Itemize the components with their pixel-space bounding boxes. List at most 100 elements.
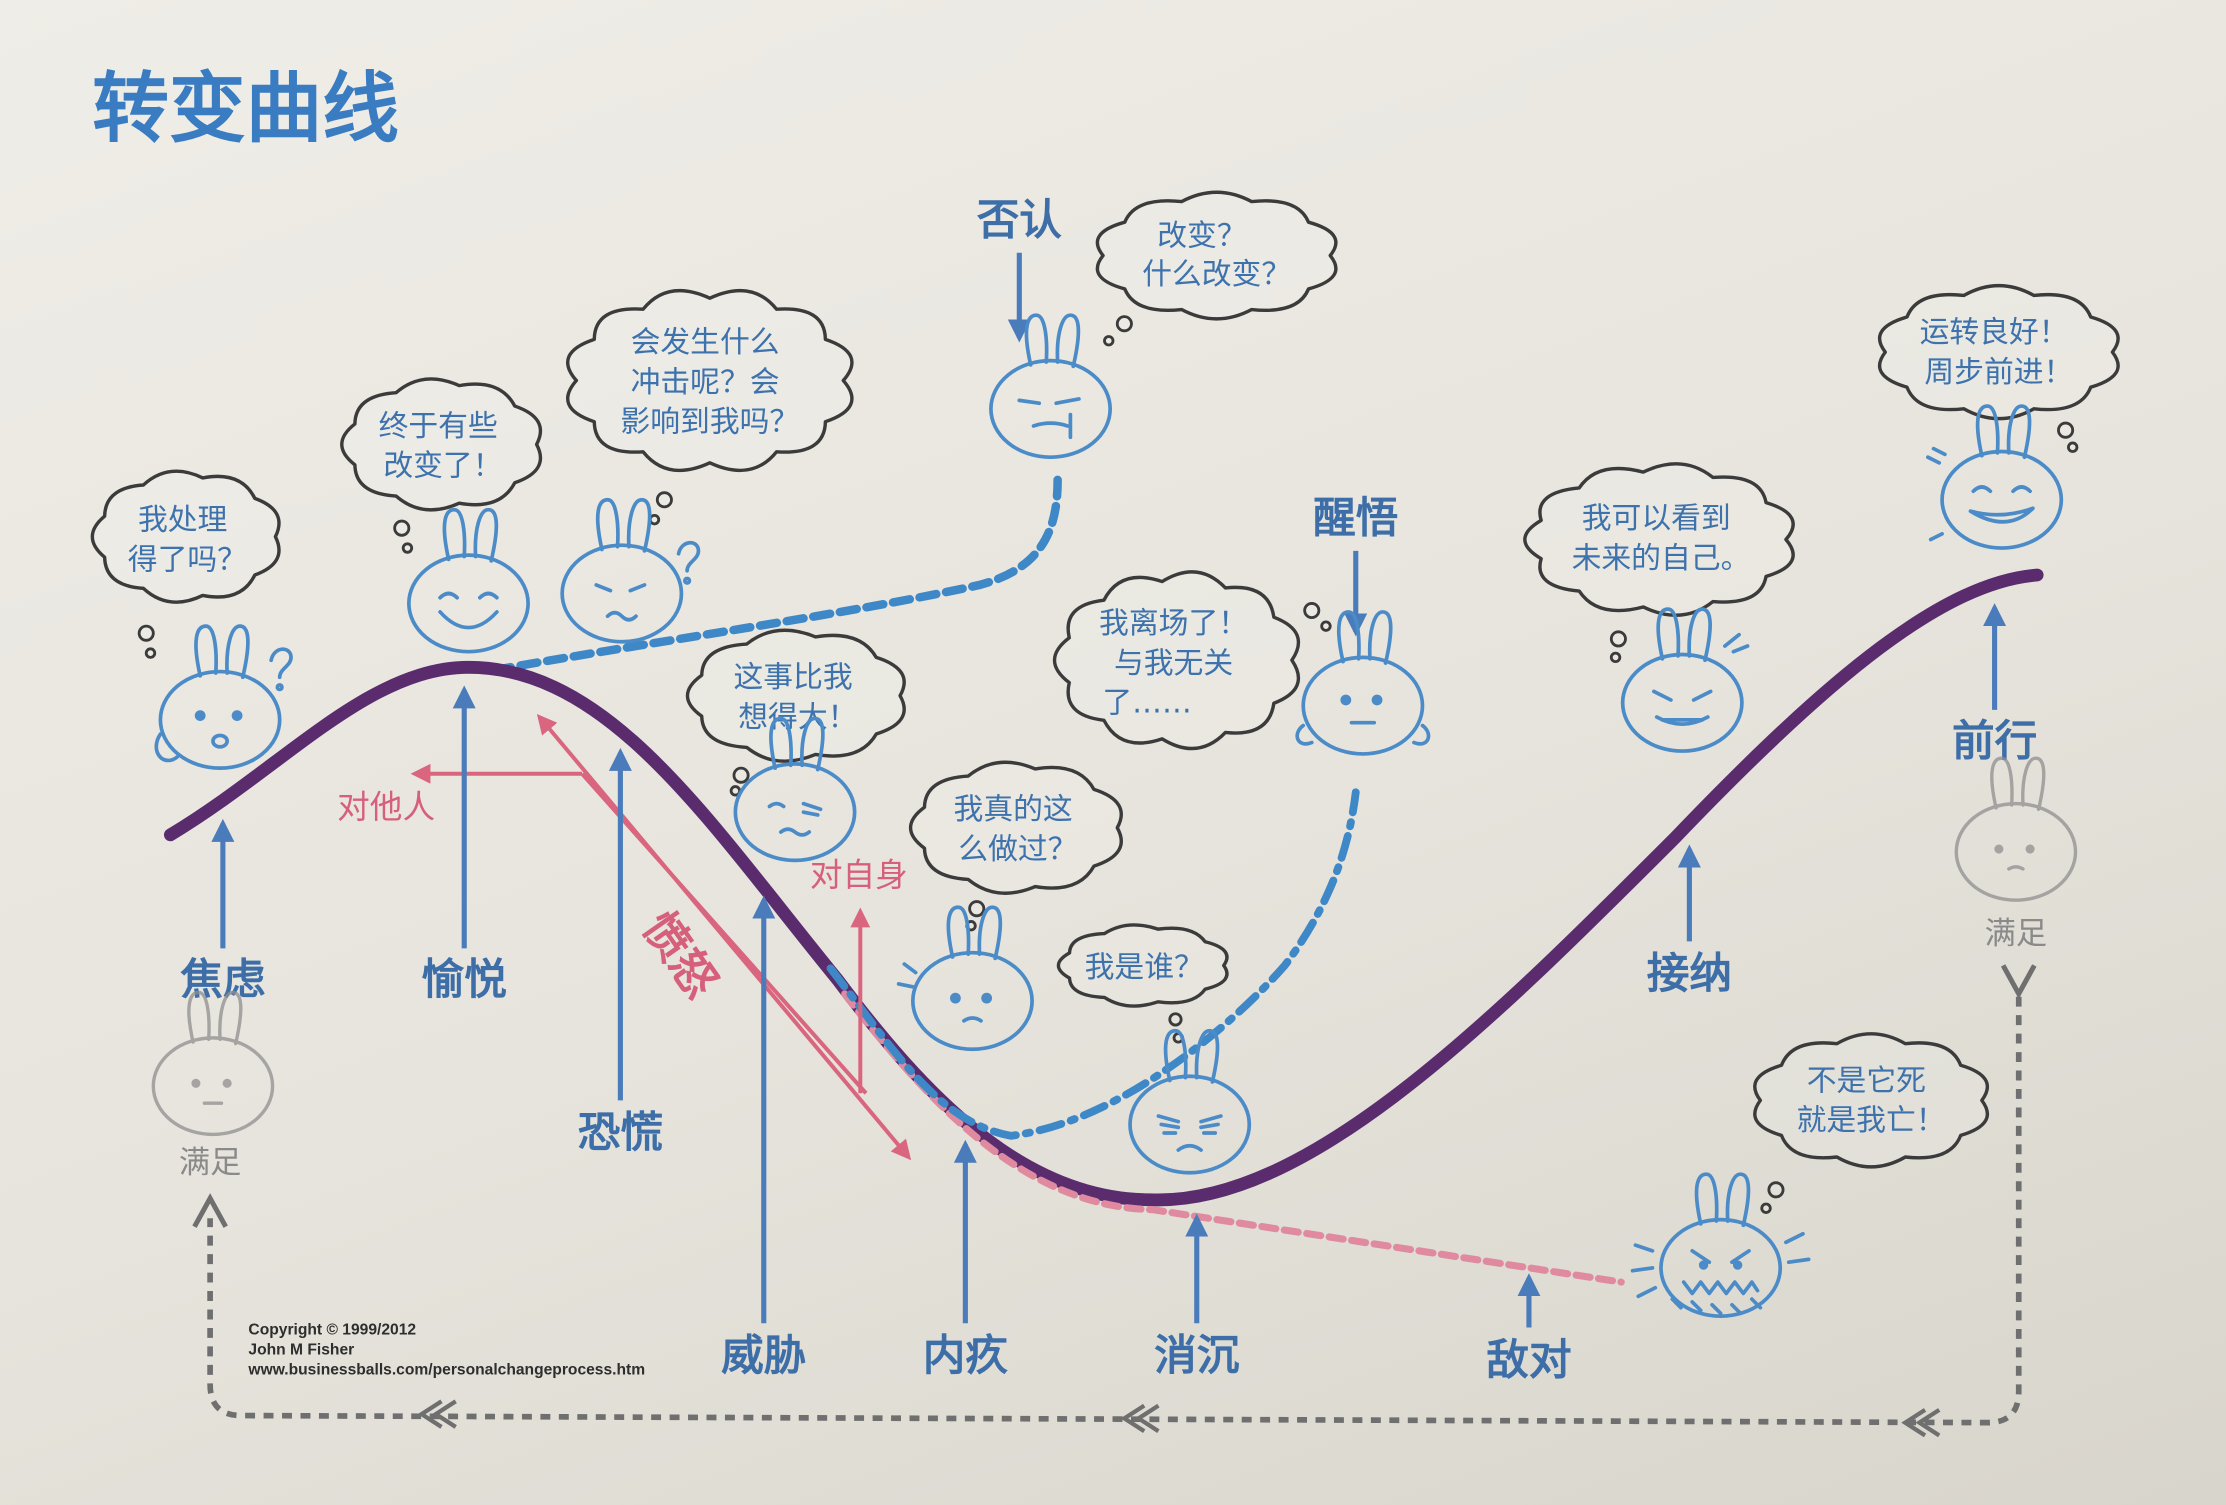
fear-rabbit-icon	[560, 497, 701, 644]
thought-text: 不是它死 就是我亡！	[1797, 1063, 1946, 1138]
stage-label-disillusionment: 醒悟	[1313, 493, 1398, 543]
bubble-tail	[144, 647, 157, 659]
thought-text: 我是谁？	[1085, 950, 1204, 985]
thought-line: 我离场了！	[1099, 606, 1248, 641]
complacency-end-rabbit-icon	[1954, 756, 2078, 902]
bubble-tail	[1609, 651, 1622, 664]
guilt-rabbit-icon	[896, 905, 1034, 1052]
thought-line: 改变了！	[383, 449, 502, 484]
thought-text: 我可以看到 未来的自己。	[1572, 501, 1751, 576]
thought-line: 未来的自己。	[1572, 541, 1751, 576]
cloud-outline	[566, 289, 854, 472]
moving-forward-rabbit-icon	[1926, 404, 2064, 550]
anger-inner-line	[580, 772, 868, 1095]
stage-label-anxiety: 焦虑	[180, 955, 265, 1005]
anxiety-rabbit-icon	[154, 624, 293, 770]
thought-bubble-acceptance: 我可以看到 未来的自己。	[1523, 462, 1795, 664]
bubble-tail	[968, 900, 986, 918]
thought-line: 我是谁？	[1085, 950, 1204, 985]
thought-bubble-guilt: 我真的这 么做过？	[908, 760, 1123, 932]
anger-to-others-label: 对他人	[337, 788, 435, 826]
complacency-start-label: 满足	[179, 1145, 241, 1181]
stage-label-threat: 威胁	[721, 1331, 806, 1381]
cloud-outline	[908, 760, 1123, 895]
thought-bubble-threat: 这事比我 想得大！	[685, 628, 906, 797]
stage-label-denial: 否认	[977, 195, 1063, 245]
thought-bubble-anxiety: 我处理 得了吗？	[90, 469, 281, 659]
denial-dashed-path	[489, 475, 1062, 675]
page-title: 转变曲线	[92, 65, 399, 154]
thought-line: 这事比我	[734, 660, 853, 695]
anger-to-self-label: 对自身	[810, 856, 908, 894]
depression-rabbit-icon	[1128, 1028, 1252, 1175]
bubble-tail	[401, 542, 414, 554]
stage-label-guilt: 内疚	[923, 1331, 1009, 1381]
cloud-outline	[1753, 1032, 1989, 1169]
thought-line: 会发生什么	[631, 325, 780, 360]
thought-text: 改变？ 什么改变？	[1142, 219, 1291, 292]
stage-label-happiness: 愉悦	[422, 955, 507, 1005]
bubble-tail	[1767, 1181, 1785, 1199]
bubble-tail	[1609, 630, 1627, 648]
loop-chevron-left-icon	[417, 1399, 457, 1429]
thought-text: 这事比我 想得大！	[734, 660, 863, 735]
thought-text: 会发生什么 冲击呢？会 影响到我吗？	[620, 325, 799, 440]
disillusionment-dashdot-path	[826, 788, 1360, 1140]
loop-chevron-left-icon	[1120, 1403, 1160, 1433]
thought-line: 我处理	[138, 503, 227, 538]
complacency-end-label: 满足	[1985, 916, 2047, 952]
loop-arrowhead-up-icon	[192, 1193, 228, 1228]
thought-line: 周步前进！	[1924, 355, 2073, 390]
cloud-outline	[1878, 284, 2120, 421]
loop-chevron-left-icon	[1901, 1408, 1941, 1438]
cloud-outline	[1095, 190, 1338, 321]
thought-line: 我真的这	[954, 792, 1073, 827]
thought-line: 终于有些	[379, 409, 498, 444]
happiness-rabbit-icon	[407, 507, 530, 654]
anger-double-arrow	[536, 713, 912, 1161]
thought-text: 我真的这 么做过？	[954, 792, 1083, 867]
anger-label: 愤怒	[632, 903, 728, 1008]
bubble-tail	[732, 766, 750, 784]
thought-line: 与我无关	[1114, 646, 1233, 681]
cloud-outline	[90, 469, 281, 604]
thought-line: 么做过？	[958, 832, 1077, 867]
loop-arrowhead-down-icon	[2000, 964, 2037, 1000]
stage-label-moving-forward: 前行	[1952, 716, 2037, 766]
cloud-outline	[340, 377, 543, 512]
thought-text: 我离场了！ 与我无关 了……	[1099, 606, 1257, 721]
bubble-tail	[1760, 1202, 1772, 1214]
hostility-dashed-path	[841, 990, 1625, 1286]
thought-text: 我处理 得了吗？	[128, 503, 247, 578]
hostility-rabbit-icon	[1630, 1172, 1811, 1319]
bubble-tail	[393, 519, 411, 537]
thought-line: 影响到我吗？	[620, 405, 799, 440]
loop-dashed-path	[207, 996, 2022, 1426]
bubble-tail	[655, 491, 673, 509]
cloud-outline	[1523, 462, 1795, 617]
stage-label-fear: 恐慌	[578, 1108, 663, 1158]
bubble-tail	[2067, 441, 2079, 453]
thought-text: 运转良好！ 周步前进！	[1920, 315, 2078, 390]
thought-bubble-depression: 我是谁？	[1056, 923, 1229, 1044]
thought-line: 不是它死	[1807, 1063, 1926, 1098]
thought-line: 了……	[1102, 686, 1191, 721]
author-line: John M Fisher	[248, 1341, 354, 1358]
thought-bubble-fear: 会发生什么 冲击呢？会 影响到我吗？	[566, 289, 854, 526]
thought-bubble-happiness: 终于有些 改变了！	[340, 377, 543, 554]
thought-line: 就是我亡！	[1797, 1103, 1946, 1138]
copyright-line: Copyright © 1999/2012	[248, 1322, 416, 1339]
bubble-tail	[1103, 335, 1115, 347]
bubble-tail	[1303, 602, 1321, 620]
complacency-loop	[192, 964, 2037, 1438]
stage-label-hostility: 敌对	[1486, 1335, 1571, 1385]
threat-rabbit-icon	[733, 716, 857, 863]
thought-line: 想得大！	[738, 700, 857, 735]
bubble-tail	[1320, 620, 1332, 632]
bubble-tail	[1115, 315, 1133, 333]
transition-curve	[163, 568, 2044, 1207]
acceptance-rabbit-icon	[1620, 607, 1750, 753]
cloud-outline	[1052, 570, 1301, 751]
denial-rabbit-icon	[989, 313, 1113, 460]
